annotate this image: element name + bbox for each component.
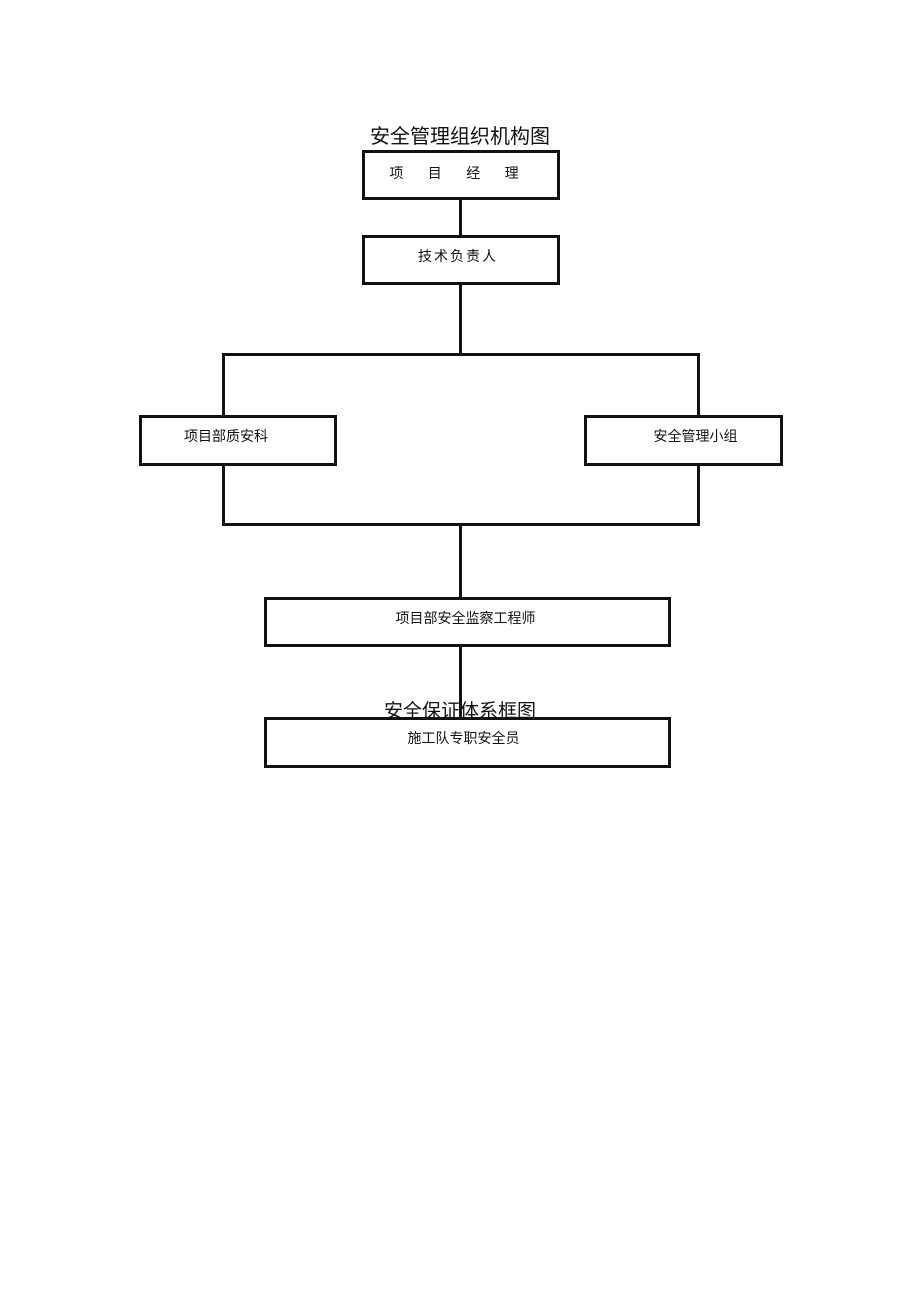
node-safety-supervision-engineer: 项目部安全监察工程师 bbox=[264, 597, 671, 647]
node-safety-management-group: 安全管理小组 bbox=[584, 415, 783, 466]
diagram-subtitle: 安全保证体系框图 bbox=[383, 700, 536, 717]
connector-engineer-to-safety-officer bbox=[459, 644, 462, 720]
diagram-title: 安全管理组织机构图 bbox=[370, 124, 550, 148]
connector-right-branch-lower bbox=[697, 464, 700, 526]
connector-merge-to-engineer bbox=[459, 523, 462, 598]
node-label: 项目部质安科 bbox=[184, 429, 268, 445]
connector-manager-to-tech-lead bbox=[459, 198, 462, 236]
node-label: 安全管理小组 bbox=[653, 429, 738, 445]
connector-left-branch-lower bbox=[222, 464, 225, 526]
connector-right-branch-upper bbox=[697, 353, 700, 416]
node-label: 项目部安全监察工程师 bbox=[395, 611, 536, 627]
node-label: 技术负责人 bbox=[418, 249, 498, 265]
node-project-manager: 项 目 经 理 bbox=[362, 150, 560, 200]
node-label: 项 目 经 理 bbox=[389, 166, 529, 182]
node-construction-team-safety-officer: 施工队专职安全员 bbox=[264, 717, 671, 768]
node-label: 施工队专职安全员 bbox=[407, 731, 520, 747]
connector-left-branch-upper bbox=[222, 353, 225, 416]
connector-tech-lead-down bbox=[459, 283, 462, 356]
node-technical-lead: 技术负责人 bbox=[362, 235, 560, 285]
node-quality-safety-dept: 项目部质安科 bbox=[139, 415, 337, 466]
connector-upper-horizontal bbox=[222, 353, 700, 356]
